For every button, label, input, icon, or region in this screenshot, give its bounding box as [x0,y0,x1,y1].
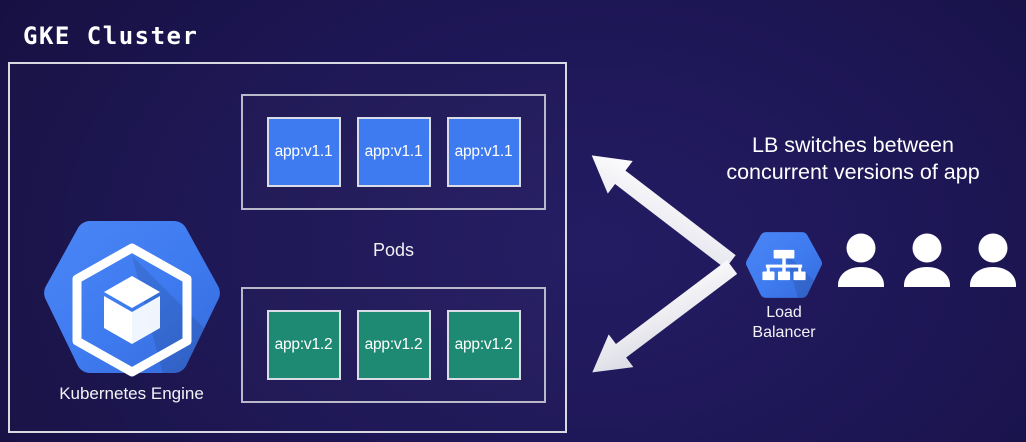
load-balancer-label: Load Balancer [740,303,828,343]
pod-row-v11: app:v1.1 app:v1.1 app:v1.1 [243,96,544,208]
user-icon [904,233,950,287]
load-balancer-hexagon-icon [740,229,828,301]
user-icon [970,233,1016,287]
pod-box: app:v1.2 [446,310,521,380]
load-balancer-label-line2: Balancer [752,323,816,341]
pod-box: app:v1.1 [446,117,521,187]
kubernetes-engine-label: Kubernetes Engine [59,384,204,403]
users-group [836,232,1018,288]
pod-group-v12: app:v1.2 app:v1.2 app:v1.2 [241,287,546,403]
load-balancer-label-line1: Load [766,304,802,321]
pod-box: app:v1.2 [266,310,341,380]
pod-box: app:v1.1 [266,117,341,187]
user-icon [838,233,884,287]
pod-box: app:v1.2 [356,310,431,380]
page-title: GKE Cluster [23,22,199,50]
kubernetes-engine-node: Kubernetes Engine [40,216,223,404]
kubernetes-engine-hexagon-icon [40,216,223,378]
gke-cluster-frame: Kubernetes Engine app:v1.1 app:v1.1 app:… [8,62,567,433]
pod-box: app:v1.1 [356,117,431,187]
lb-caption-line2: concurrent versions of app [726,160,980,185]
arrow-to-v12-pods [592,260,738,373]
pod-group-v11: app:v1.1 app:v1.1 app:v1.1 [241,94,546,210]
lb-caption-line1: LB switches between [752,133,954,157]
lb-caption: LB switches between concurrent versions … [680,132,1026,186]
load-balancer-node: Load Balancer [740,229,828,343]
pod-row-v12: app:v1.2 app:v1.2 app:v1.2 [243,289,544,401]
pods-label: Pods [372,240,415,260]
